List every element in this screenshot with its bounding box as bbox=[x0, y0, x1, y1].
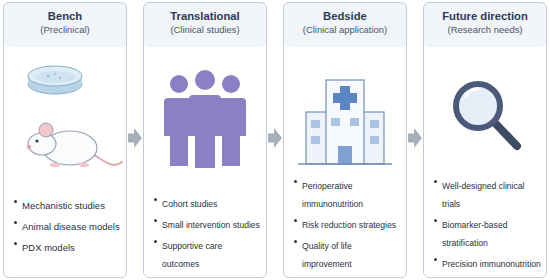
bullet-dot bbox=[154, 198, 157, 201]
bullet-item: Perioperative immunonutrition bbox=[293, 175, 401, 211]
header-tint bbox=[424, 3, 546, 47]
bullet-dot bbox=[434, 219, 437, 222]
bullet-item: Risk reduction strategies bbox=[293, 214, 401, 232]
bullet-item: Animal disease models bbox=[13, 216, 121, 234]
stage-title: Future direction bbox=[424, 10, 546, 24]
stage-title: Translational bbox=[144, 10, 266, 24]
bullet-text: Quality of life improvement bbox=[302, 241, 352, 269]
bullet-text: Small intervention studies bbox=[162, 220, 260, 230]
flow-arrow bbox=[408, 128, 422, 148]
bullet-text: Precision immunonutrition bbox=[442, 259, 541, 269]
magnifier-icon bbox=[456, 84, 517, 146]
bullet-list: Well-designed clinical trialsBiomarker-b… bbox=[433, 175, 541, 274]
bullet-text: Biomarker-based stratification bbox=[442, 220, 507, 248]
bullet-item: Cohort studies bbox=[153, 193, 261, 211]
stage-subtitle: (Clinical studies) bbox=[144, 24, 266, 36]
header-tint bbox=[144, 3, 266, 47]
header-tint bbox=[4, 3, 126, 47]
bullet-text: Cohort studies bbox=[162, 199, 217, 209]
stage-subtitle: (Preclinical) bbox=[4, 24, 126, 36]
bullet-list: Cohort studiesSmall intervention studies… bbox=[153, 193, 261, 274]
bullet-dot bbox=[154, 240, 157, 243]
bullet-dot bbox=[294, 219, 297, 222]
arrow-shape bbox=[268, 128, 282, 148]
flow-arrow bbox=[128, 128, 142, 148]
stage-panel: Bench(Preclinical) Mechanistic studiesAni… bbox=[3, 2, 127, 278]
bullet-item: Mechanistic studies bbox=[13, 195, 121, 213]
bullet-item: Small intervention studies bbox=[153, 214, 261, 232]
bullet-text: Perioperative immunonutrition bbox=[302, 181, 363, 209]
header-tint bbox=[284, 3, 406, 47]
stage-panel: Bedside(Clinical application) Perioperati… bbox=[283, 2, 407, 278]
mouse-figure bbox=[27, 123, 122, 167]
bullet-list: Mechanistic studiesAnimal disease models… bbox=[13, 195, 121, 258]
bullet-dot bbox=[154, 219, 157, 222]
panel-header: Translational(Clinical studies) bbox=[144, 3, 266, 36]
bullet-text: Well-designed clinical trials bbox=[442, 181, 524, 209]
bullet-item: PDX models bbox=[13, 237, 121, 255]
bullet-text: Mechanistic studies bbox=[22, 200, 105, 211]
panel-header: Future direction(Research needs) bbox=[424, 3, 546, 36]
bullet-dot bbox=[294, 180, 297, 183]
bullet-dot bbox=[434, 180, 437, 183]
bullet-list: Perioperative immunonutritionRisk reduct… bbox=[293, 175, 401, 274]
stage-subtitle: (Research needs) bbox=[424, 24, 546, 36]
bullet-dot bbox=[14, 200, 17, 203]
bullet-item: Well-designed clinical trials bbox=[433, 175, 541, 211]
people-figures bbox=[164, 70, 246, 168]
arrow-shape bbox=[128, 128, 142, 148]
bullet-text: Risk reduction strategies bbox=[302, 220, 396, 230]
bullet-dot bbox=[14, 221, 17, 224]
panel-header: Bench(Preclinical) bbox=[4, 3, 126, 36]
bullet-item: Biomarker-based stratification bbox=[433, 214, 541, 250]
bullet-dot bbox=[14, 242, 17, 245]
stage-subtitle: (Clinical application) bbox=[284, 24, 406, 36]
bullet-text: Animal disease models bbox=[22, 221, 120, 232]
stage-panel: Translational(Clinical studies) Cohort st… bbox=[143, 2, 267, 278]
arrow-shape bbox=[408, 128, 422, 148]
bullet-dot bbox=[294, 240, 297, 243]
bullet-text: Supportive care outcomes bbox=[162, 241, 222, 269]
panel-header: Bedside(Clinical application) bbox=[284, 3, 406, 36]
bullet-dot bbox=[434, 258, 437, 261]
stage-panel: Future direction(Research needs) Well-des… bbox=[423, 2, 547, 278]
bullet-item: Precision immunonutrition bbox=[433, 253, 541, 271]
hospital-building bbox=[298, 80, 392, 164]
bullet-item: Quality of life improvement bbox=[293, 235, 401, 271]
stage-title: Bedside bbox=[284, 10, 406, 24]
petri-dish bbox=[28, 66, 82, 94]
bullet-text: PDX models bbox=[22, 242, 75, 253]
flow-arrow bbox=[268, 128, 282, 148]
stage-title: Bench bbox=[4, 10, 126, 24]
bullet-item: Supportive care outcomes bbox=[153, 235, 261, 271]
